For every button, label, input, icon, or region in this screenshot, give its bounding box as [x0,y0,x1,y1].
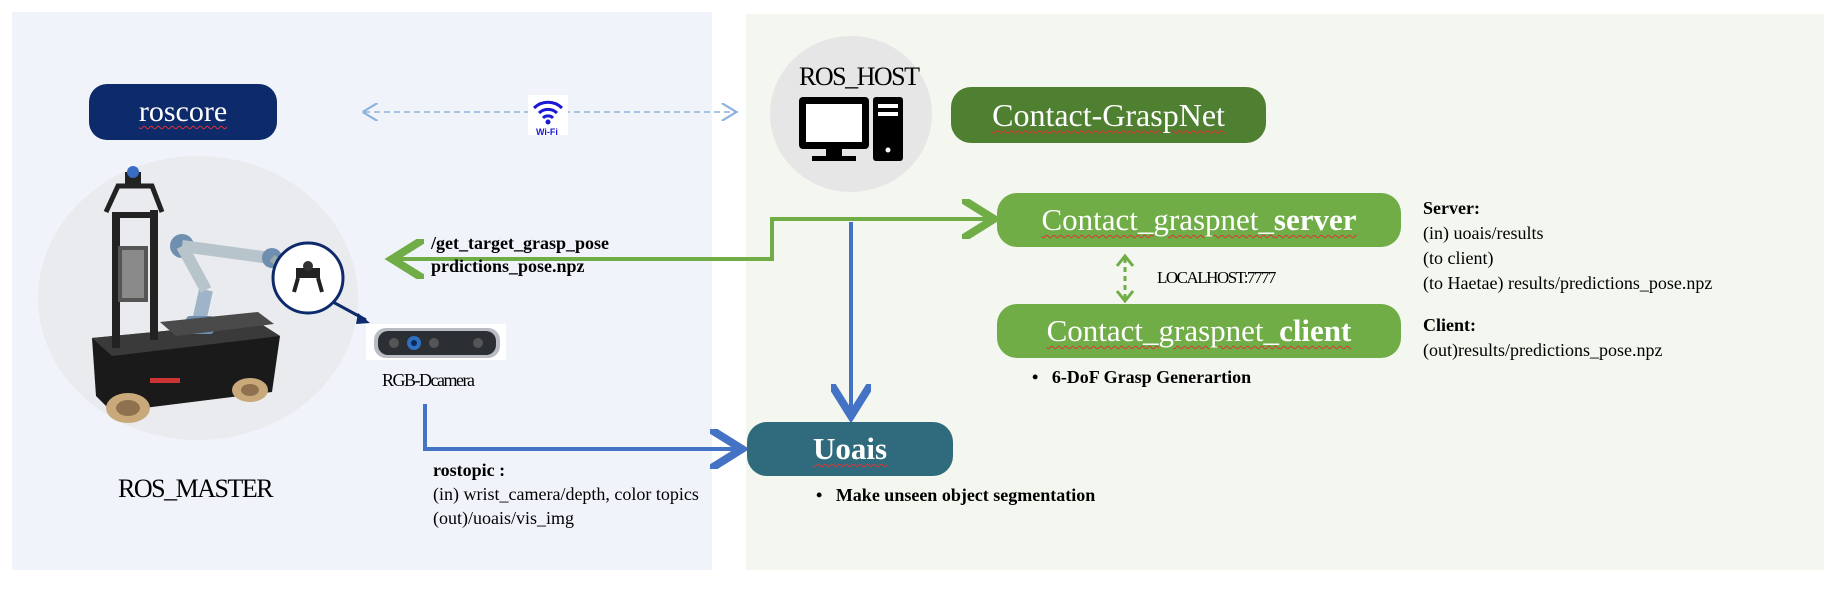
client-label: Contact_graspnet_client [1046,313,1352,348]
rostopic-block: rostopic : (in) wrist_camera/depth, colo… [433,458,699,530]
client-info-title: Client: [1423,315,1476,335]
desktop-computer-icon [799,97,903,161]
contact-graspnet-label: Contact-GraspNet [992,96,1225,133]
bullet-dot: • [816,485,836,505]
mobile-manipulator-robot-illustration [92,166,293,423]
bullet-dot: • [1032,367,1052,387]
localhost-label: LOCALHOST:7777 [1157,268,1276,287]
uoais-label: Uoais [812,431,888,466]
gripper-magnifier-icon [271,241,370,324]
server-info-title: Server: [1423,198,1480,218]
rgbd-camera-label: RGB-Dcamera [382,370,475,390]
server-label: Contact_graspnet_server [1041,202,1357,237]
segmentation-bullet: • Make unseen object segmentation [816,485,1095,506]
contact-graspnet-node: Contact-GraspNet [951,87,1266,143]
ros-host-label: ROS_HOST [799,62,920,91]
grasp-topic-block: /get_target_grasp_pose prdictions_pose.n… [431,232,609,278]
localhost-arrow-head-up [1115,253,1135,267]
server-info-block: Server: (in) uoais/results (to client) (… [1423,196,1712,296]
grasp-bullet: • 6-DoF Grasp Generartion [1032,367,1251,388]
graspnet-client-node: Contact_graspnet_client [997,304,1401,358]
grasp-topic-line1: /get_target_grasp_pose [431,233,609,253]
rostopic-title: rostopic : [433,460,506,480]
uoais-node: Uoais [747,422,953,476]
localhost-arrow-head-down [1115,290,1135,304]
roscore-label: roscore [138,95,228,128]
client-info-line1: (out)results/predictions_pose.npz [1423,340,1663,360]
grasp-topic-line2: prdictions_pose.npz [431,256,585,276]
grasp-bullet-text: 6-DoF Grasp Generartion [1051,367,1252,387]
server-info-line2: (to client) [1423,248,1494,268]
rostopic-line1: (in) wrist_camera/depth, color topics [433,484,699,504]
server-info-line1: (in) uoais/results [1423,223,1544,243]
server-info-line3: (to Haetae) results/predictions_pose.npz [1423,273,1713,293]
wifi-icon [528,95,568,135]
graspnet-server-node: Contact_graspnet_server [997,193,1401,247]
roscore-node: roscore [89,84,277,140]
segmentation-bullet-text: Make unseen object segmentation [835,485,1096,505]
camera-to-uoais-arrow [423,404,738,449]
ros-master-label: ROS_MASTER [118,474,274,503]
wifi-label: Wi-Fi [536,127,558,137]
rostopic-line2: (out)/uoais/vis_img [433,508,574,528]
client-info-block: Client: (out)results/predictions_pose.np… [1423,313,1662,363]
rgbd-camera-icon [366,324,506,360]
